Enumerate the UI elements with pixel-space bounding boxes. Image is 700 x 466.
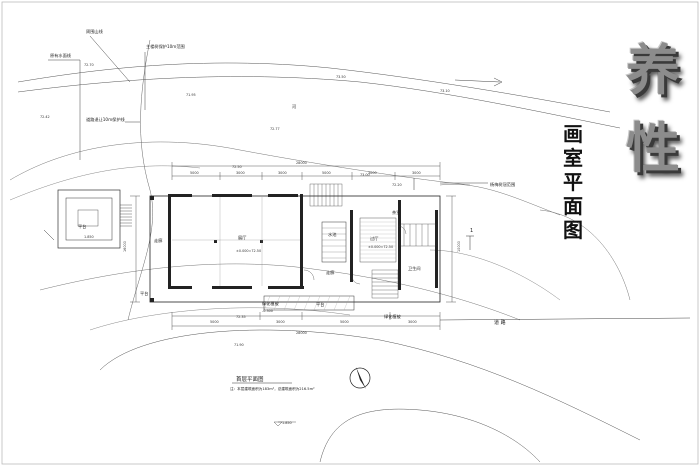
road-edge-top: [17, 62, 611, 113]
label-corridor-w: 走廊: [154, 237, 162, 244]
pond-edge: [319, 408, 541, 463]
dim-top-2: 3000: [236, 171, 245, 175]
dim-top-4: 5000: [322, 171, 331, 175]
dim-ticks: [130, 162, 456, 330]
pavilion-core: [77, 209, 99, 227]
road-edge-top-2: [17, 76, 621, 129]
dim-elev-3: 72.42: [40, 115, 50, 119]
dim-elev-11: 71.95: [186, 93, 196, 97]
label-river: 河: [292, 103, 297, 109]
label-platform-sw: 平台: [140, 290, 148, 297]
subtitle-vertical: 画 室 平 面 图: [560, 122, 586, 242]
section-marker-number: 1: [470, 228, 473, 234]
dim-left-total: 16000: [123, 241, 127, 252]
contour-3: [39, 263, 521, 321]
title-char-2: 性: [626, 116, 680, 180]
path-curve-lower-2: [89, 307, 351, 331]
main-stairs: [309, 183, 343, 207]
label-water-limit: 原有水面线: [50, 52, 72, 59]
subtitle-char-4: 面: [563, 194, 583, 218]
title-char-1: 养: [626, 38, 680, 102]
dim-top-3: 3000: [278, 171, 287, 175]
label-hall: 展厅: [238, 235, 246, 241]
section-marker-right: [466, 235, 474, 250]
dim-elev-10: 72.35: [236, 315, 246, 319]
dim-top-1: 5000: [190, 171, 199, 175]
leader-lines: [48, 35, 488, 184]
label-toilet: 卫生间: [408, 265, 421, 272]
river-arrow-head: [493, 77, 503, 87]
wall-blocks: [168, 194, 438, 290]
dim-elev-9: -0.300: [262, 309, 273, 313]
label-tea-hall: 过厅: [370, 235, 378, 242]
dim-bot-1: 5000: [210, 320, 219, 324]
water-pool: [321, 221, 347, 263]
subtitle-char-1: 画: [563, 122, 583, 146]
label-tree-range: 杨梅树冠范围: [490, 181, 515, 188]
plan-note: 注：本层建筑面积为183m²，总建筑面积为216.5m²: [230, 386, 315, 391]
dim-elev-6: 72.20: [392, 183, 402, 187]
dim-elev-5: 72.50: [232, 165, 242, 169]
plan-title: 首层平面图: [236, 375, 264, 383]
dim-elev-8: 73.00: [360, 173, 370, 177]
elevation-marker: [273, 421, 296, 427]
north-arrow: [349, 367, 371, 389]
river-arrow-line: [454, 79, 501, 83]
dim-elev-12: 73.10: [440, 89, 450, 93]
section-marker-left: [43, 229, 55, 241]
dim-bot-2: 3000: [276, 320, 285, 324]
leader-water: [48, 59, 81, 160]
dim-elev-7: 71.90: [234, 343, 244, 347]
subtitle-char-3: 平: [563, 170, 583, 194]
pavilion-inner: [65, 197, 113, 241]
dim-bot-3: 5000: [340, 320, 349, 324]
pavilion-stairs: [120, 204, 132, 227]
dim-top-5: 3000: [368, 171, 377, 175]
label-corridor-s: 走廊: [326, 269, 334, 276]
hall-grid: [172, 197, 300, 286]
contour-6: [429, 249, 561, 301]
label-road-protect: 道路退让10m保护线: [86, 116, 126, 123]
right-stairs: [371, 223, 437, 299]
leader-hill: [89, 35, 131, 83]
pavilion-outer: [57, 189, 121, 249]
dim-elev-13: 1.850: [282, 421, 292, 425]
dim-pavilion-elev: 1.850: [84, 235, 94, 239]
dim-elev-1: 72.70: [84, 63, 94, 67]
entry-deck: [263, 295, 355, 311]
pavilion: [57, 189, 132, 249]
subtitle-char-2: 室: [563, 146, 583, 170]
label-garden-r: 绿化植被: [384, 313, 402, 320]
dim-tea-elev: ±0.000=72.50: [368, 245, 393, 249]
label-tree-protect: 主楼树保护10m范围: [146, 43, 185, 50]
contour-5: [539, 209, 631, 301]
dim-hall-elev: ±0.000=72.50: [236, 249, 261, 253]
label-tea-room: 茶室: [392, 209, 400, 215]
label-water-room: 水池: [328, 231, 337, 237]
subtitle-char-5: 图: [563, 218, 583, 242]
columns: [150, 196, 263, 302]
door-swings: [303, 225, 407, 285]
dim-bot-total: 28000: [296, 331, 307, 335]
tea-hall-floor: [359, 217, 397, 263]
dim-bot-4: 3000: [408, 320, 417, 324]
road-line-south: [439, 317, 691, 321]
dim-elev-4: 72.77: [270, 127, 280, 131]
label-garden-l: 绿化植被: [262, 300, 280, 307]
dim-right-total: 10000: [457, 241, 461, 252]
dim-top-6: 3000: [412, 171, 421, 175]
dim-top-total: 28000: [296, 161, 307, 165]
path-curve-lower: [99, 329, 641, 441]
main-building: [43, 162, 474, 330]
contour-1: [9, 141, 471, 186]
label-platform-s: 平台: [316, 301, 324, 308]
dim-elev-2: 73.50: [336, 75, 346, 79]
contour-4: [439, 184, 561, 216]
label-road: 道 路: [494, 319, 506, 326]
label-hill-line: 周围山线: [86, 28, 104, 35]
label-platform-w: 平台: [78, 223, 86, 230]
tree-limit-line: [127, 39, 153, 321]
